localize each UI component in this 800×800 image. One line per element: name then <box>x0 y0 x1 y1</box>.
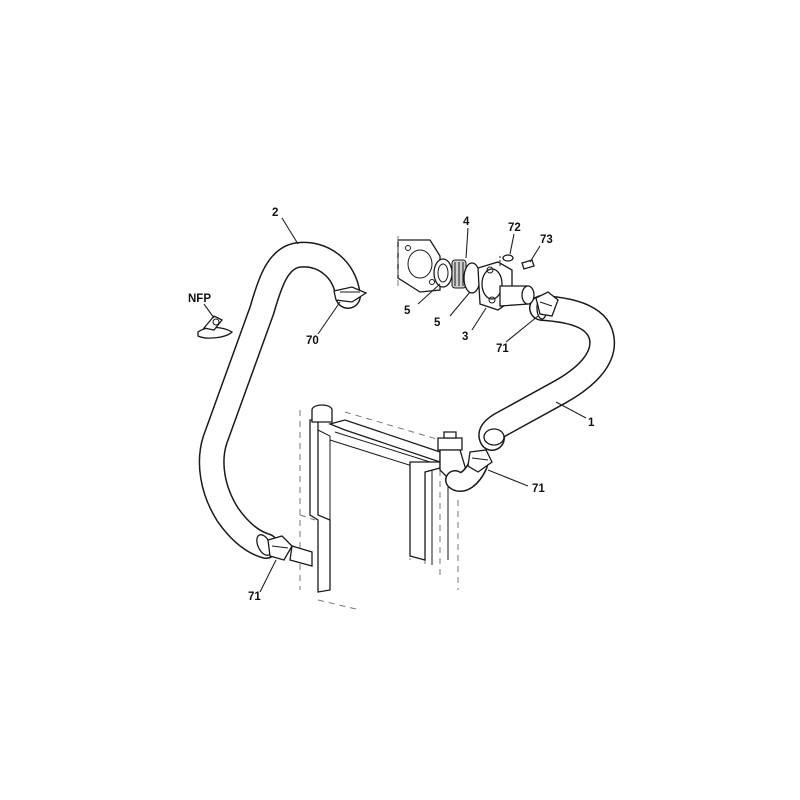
radiator <box>299 404 467 611</box>
clamp-71-bottom <box>267 535 313 567</box>
clamp-70 <box>333 286 368 303</box>
callout-4: 4 <box>463 216 470 228</box>
callout-nfp: NFP <box>188 293 211 305</box>
clip-nfp <box>197 315 234 339</box>
callout-72: 72 <box>508 222 521 234</box>
callout-71-top: 71 <box>496 343 509 355</box>
callout-2: 2 <box>272 207 278 219</box>
callout-1: 1 <box>588 417 595 429</box>
clamp-71-right <box>467 449 493 473</box>
callout-labels: 2 4 72 73 NFP 70 5 5 3 71 1 71 71 <box>188 207 595 603</box>
hose-1 <box>478 295 616 451</box>
callout-71-bottom: 71 <box>248 591 261 603</box>
callout-5-lower: 5 <box>434 317 441 329</box>
callout-3: 3 <box>462 331 468 343</box>
callout-5-upper: 5 <box>404 305 411 317</box>
thermostat-assembly <box>397 236 535 311</box>
leader-lines <box>203 217 587 593</box>
callout-73: 73 <box>540 234 553 246</box>
callout-70: 70 <box>306 335 319 347</box>
callout-71-right: 71 <box>532 483 545 495</box>
clamp-71-top <box>535 291 559 317</box>
